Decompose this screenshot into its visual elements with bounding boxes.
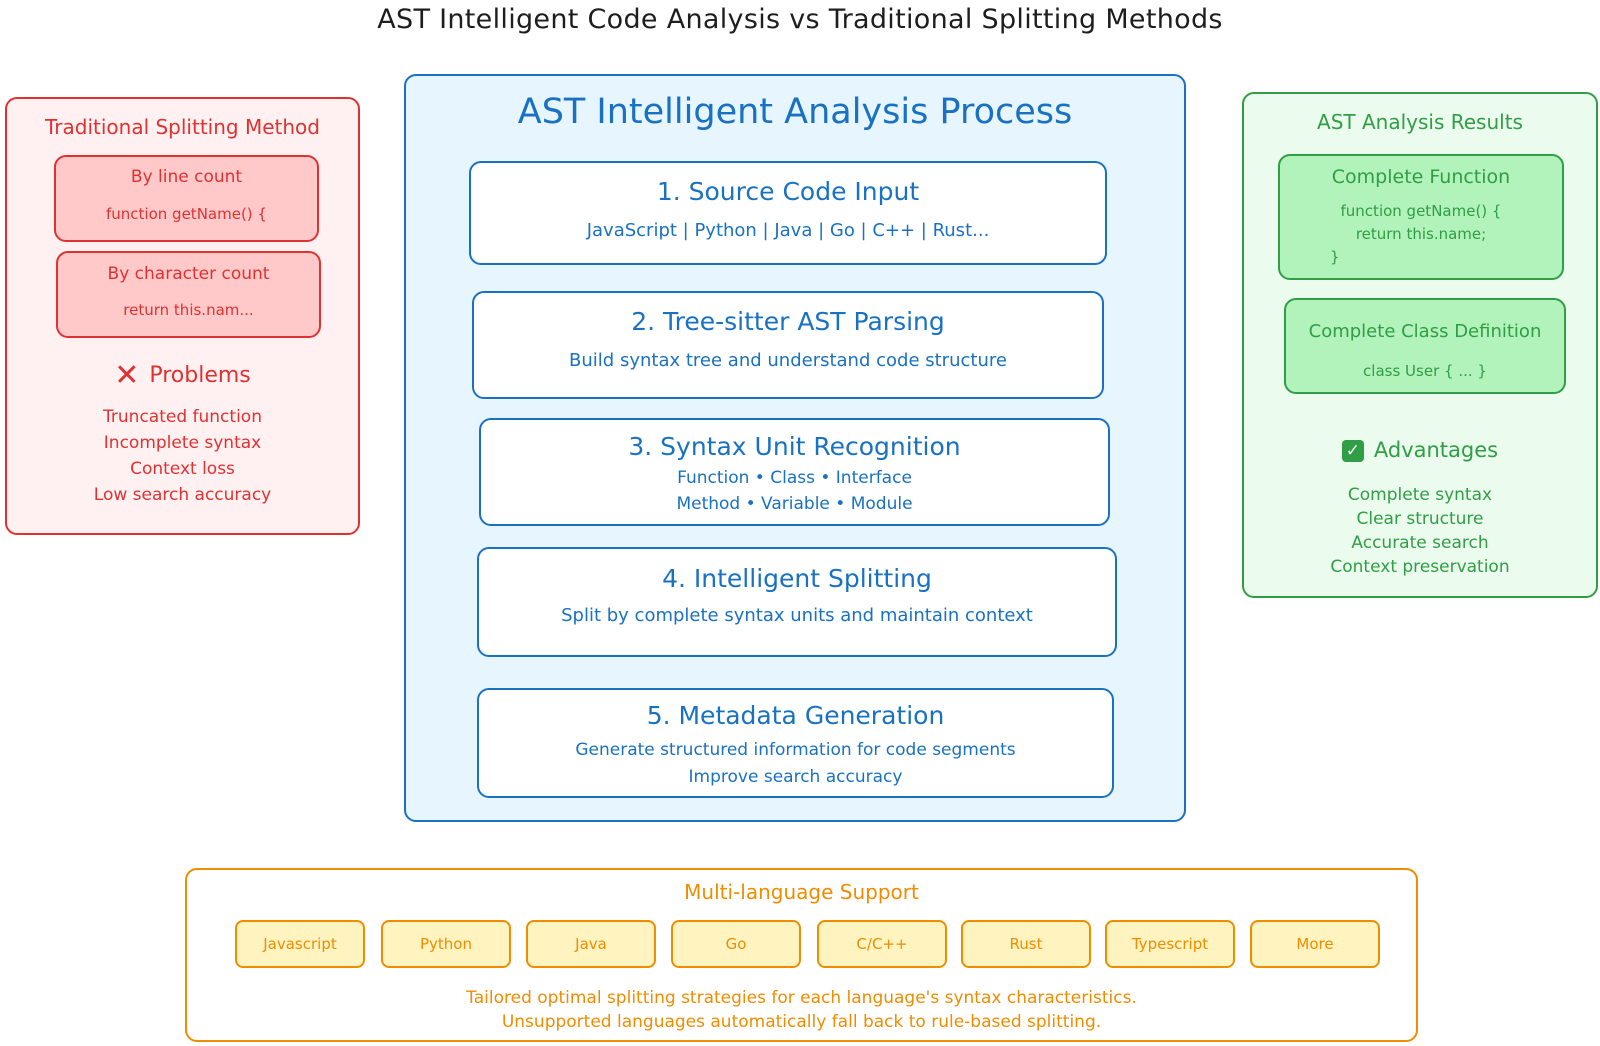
multi-language-note-1: Tailored optimal splitting strategies fo… [466, 988, 1137, 1008]
diagram-title: AST Intelligent Code Analysis vs Traditi… [377, 4, 1223, 35]
multi-language-note-2: Unsupported languages automatically fall… [501, 1012, 1102, 1032]
step-5-title: 5. Metadata Generation [646, 701, 945, 730]
step-3-box [479, 418, 1110, 526]
complete-function-label: Complete Function [1331, 166, 1511, 188]
problem-item: Truncated function [103, 407, 262, 427]
class-definition-code: class User { ... } [1363, 362, 1487, 380]
class-definition-label: Complete Class Definition [1308, 321, 1542, 342]
ast-process-heading: AST Intelligent Analysis Process [517, 92, 1073, 132]
language-chip-rust: Rust [961, 920, 1091, 968]
complete-function-code-1: function getName() { [1340, 202, 1502, 220]
step-3-detail-2: Method • Variable • Module [676, 494, 913, 514]
line-count-box [54, 155, 319, 242]
complete-function-box [1278, 154, 1564, 280]
ast-results-heading: AST Analysis Results [1317, 110, 1523, 134]
problems-heading-row: ✕ Problems [5, 358, 360, 393]
language-chip-c-cpp: C/C++ [817, 920, 947, 968]
traditional-method-heading: Traditional Splitting Method [45, 115, 320, 139]
language-chip-more: More [1250, 920, 1380, 968]
step-1-box [469, 161, 1107, 265]
language-chip-java: Java [526, 920, 656, 968]
problem-item: Low search accuracy [93, 485, 272, 505]
language-chip-javascript: Javascript [235, 920, 365, 968]
advantage-item: Clear structure [1356, 509, 1484, 529]
char-count-box [56, 251, 321, 338]
problem-item: Incomplete syntax [103, 433, 262, 453]
step-2-box [472, 291, 1104, 399]
step-3-detail-1: Function • Class • Interface [677, 468, 912, 488]
problems-heading: Problems [149, 363, 251, 388]
step-1-detail: JavaScript | Python | Java | Go | C++ | … [586, 220, 990, 241]
complete-function-code-3: } [1330, 248, 1340, 266]
advantages-heading-row: ✓ Advantages [1242, 438, 1598, 462]
char-count-code: return this.nam... [123, 301, 254, 319]
advantage-item: Accurate search [1351, 533, 1489, 553]
line-count-code: function getName() { [106, 205, 267, 223]
class-definition-box [1284, 298, 1566, 394]
complete-function-code-2: return this.name; [1355, 225, 1487, 243]
multi-language-heading: Multi-language Support [684, 880, 919, 904]
step-5-box [477, 688, 1114, 798]
advantages-heading: Advantages [1373, 438, 1499, 462]
step-4-detail: Split by complete syntax units and maint… [561, 605, 1033, 626]
advantage-item: Complete syntax [1347, 485, 1493, 505]
step-2-detail: Build syntax tree and understand code st… [569, 350, 1007, 371]
step-5-detail-1: Generate structured information for code… [575, 740, 1016, 760]
step-4-box [477, 547, 1117, 657]
line-count-label: By line count [130, 167, 243, 187]
check-mark-icon: ✓ [1341, 440, 1364, 462]
problem-item: Context loss [130, 459, 235, 479]
char-count-label: By character count [107, 264, 270, 284]
step-1-title: 1. Source Code Input [656, 177, 920, 206]
step-2-title: 2. Tree-sitter AST Parsing [631, 307, 945, 336]
language-chip-python: Python [381, 920, 511, 968]
cross-mark-icon: ✕ [114, 358, 140, 393]
step-3-title: 3. Syntax Unit Recognition [628, 432, 961, 461]
language-chip-go: Go [671, 920, 801, 968]
step-5-detail-2: Improve search accuracy [688, 767, 903, 787]
advantage-item: Context preservation [1330, 557, 1510, 577]
step-4-title: 4. Intelligent Splitting [662, 564, 932, 593]
language-chip-typescript: Typescript [1105, 920, 1235, 968]
